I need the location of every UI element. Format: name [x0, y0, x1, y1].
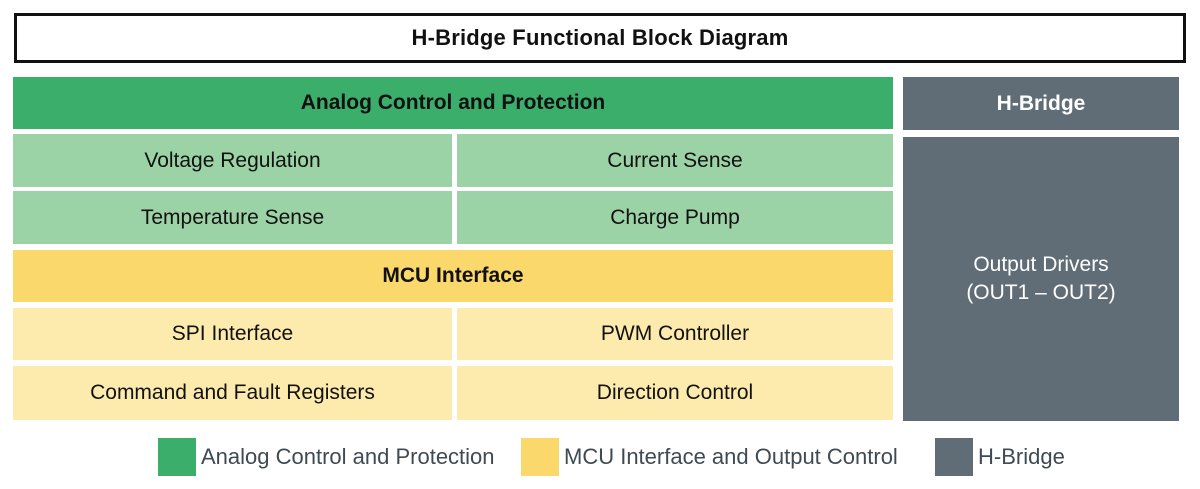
mcu-section-header: MCU Interface [13, 250, 893, 302]
legend-label-hbridge: H-Bridge [978, 444, 1065, 469]
legend-swatch-gray [935, 438, 973, 476]
diagram-title: H-Bridge Functional Block Diagram [14, 13, 1186, 63]
block-charge-pump: Charge Pump [457, 191, 893, 244]
block-temperature-sense: Temperature Sense [13, 191, 452, 244]
legend-swatch-green [158, 438, 196, 476]
block-command-fault-registers: Command and Fault Registers [13, 366, 452, 420]
block-direction-control: Direction Control [457, 366, 893, 420]
output-drivers-line2: (OUT1 – OUT2) [966, 281, 1116, 304]
legend-swatch-yellow [521, 438, 559, 476]
output-drivers-line1: Output Drivers [973, 253, 1109, 276]
block-output-drivers: Output Drivers (OUT1 – OUT2) [903, 137, 1179, 421]
legend-label-analog: Analog Control and Protection [201, 444, 495, 469]
legend-item-analog: Analog Control and Protection [158, 438, 495, 476]
block-current-sense: Current Sense [457, 134, 893, 187]
analog-section-header: Analog Control and Protection [13, 77, 893, 129]
block-spi-interface: SPI Interface [13, 308, 452, 360]
block-pwm-controller: PWM Controller [457, 308, 893, 360]
legend-item-mcu: MCU Interface and Output Control [521, 438, 898, 476]
hbridge-section-header: H-Bridge [903, 77, 1179, 130]
legend-item-hbridge: H-Bridge [935, 438, 1065, 476]
legend-label-mcu: MCU Interface and Output Control [564, 444, 898, 469]
block-voltage-regulation: Voltage Regulation [13, 134, 452, 187]
